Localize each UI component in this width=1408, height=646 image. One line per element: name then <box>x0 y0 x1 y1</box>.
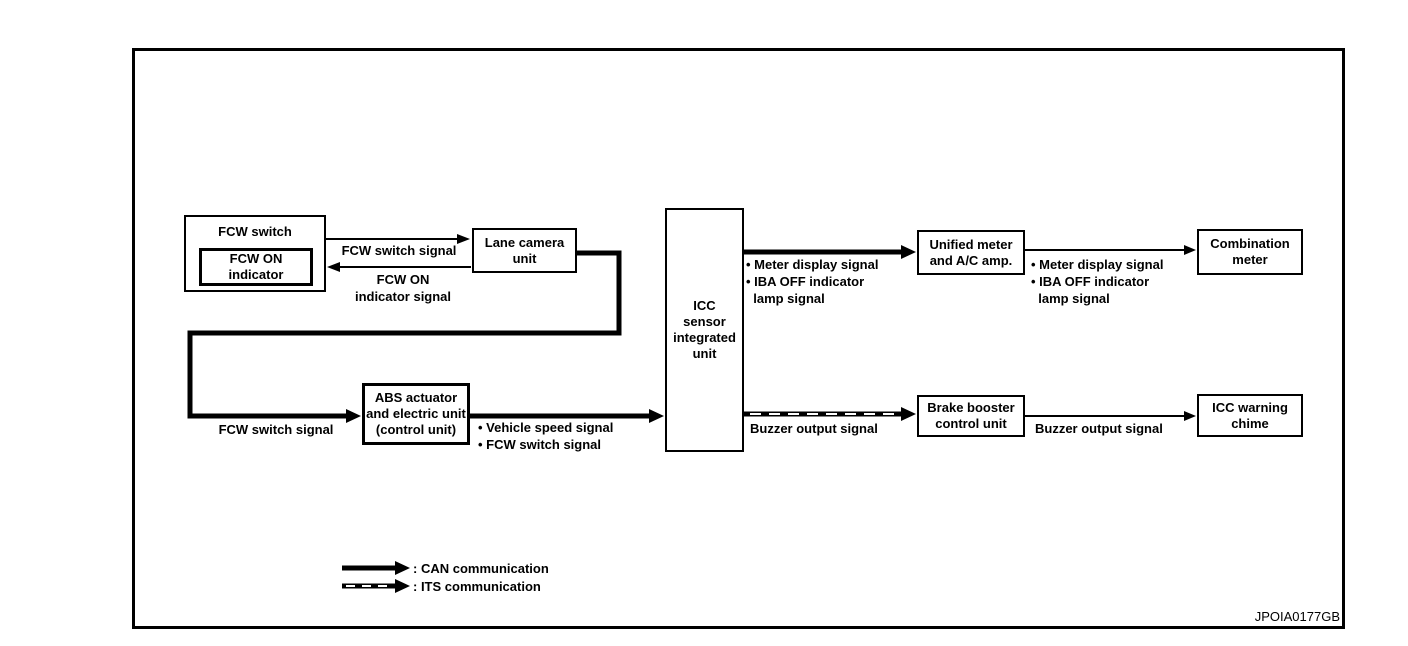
node-icc-warning-chime-label: ICC warning chime <box>1212 399 1288 431</box>
node-lane-camera-unit: Lane camera unit <box>472 228 577 273</box>
node-fcw-on-indicator-label: FCW ON indicator <box>228 251 284 282</box>
signal-icc-to-unified-meter: • Meter display signal • IBA OFF indicat… <box>746 257 879 306</box>
diagram-border-frame <box>132 48 1345 629</box>
signal-icc-to-brake-booster: Buzzer output signal <box>750 421 878 436</box>
signal-fcw-switch-signal-top: FCW switch signal <box>341 243 457 258</box>
signal-fcw-switch-signal-bottom: FCW switch signal <box>218 422 334 437</box>
can-arrow-abs-to-icc <box>470 409 664 423</box>
can-arrow-icc-to-unified-meter <box>744 245 916 259</box>
signal-brake-to-chime: Buzzer output signal <box>1035 421 1163 436</box>
arrow-fcw-switch-to-lane-camera <box>326 234 470 244</box>
arrow-brake-booster-to-icc-warning-chime <box>1025 411 1196 421</box>
legend-can-arrow <box>342 561 410 575</box>
node-combination-meter-label: Combination meter <box>1210 236 1290 267</box>
arrow-unified-meter-to-combination-meter <box>1025 245 1196 255</box>
node-unified-meter-ac-amp-label: Unified meter and A/C amp. <box>929 236 1013 268</box>
signal-unified-to-combination: • Meter display signal • IBA OFF indicat… <box>1031 257 1164 306</box>
node-brake-booster-control-unit-label: Brake booster control unit <box>927 400 1015 431</box>
node-abs-actuator: ABS actuator and electric unit (control … <box>362 383 470 445</box>
node-fcw-switch: FCW switch FCW ON indicator <box>184 215 326 292</box>
node-brake-booster-control-unit: Brake booster control unit <box>917 395 1025 437</box>
arrow-lane-camera-to-fcw-switch <box>327 262 471 272</box>
signal-fcw-on-indicator-signal: FCW ON indicator signal <box>354 272 452 304</box>
figure-code: JPOIA0177GB <box>1254 609 1340 624</box>
legend-its-label: : ITS communication <box>413 579 541 594</box>
node-combination-meter: Combination meter <box>1197 229 1303 275</box>
legend-can-label: : CAN communication <box>413 561 549 576</box>
signal-abs-to-icc: • Vehicle speed signal • FCW switch sign… <box>478 420 614 452</box>
node-lane-camera-unit-label: Lane camera unit <box>484 234 565 266</box>
legend-its-arrow <box>342 579 410 593</box>
node-icc-sensor-integrated-unit: ICC sensor integrated unit <box>665 208 744 452</box>
node-fcw-switch-label: FCW switch <box>218 224 292 239</box>
node-icc-sensor-integrated-unit-label: ICC sensor integrated unit <box>673 298 736 361</box>
node-abs-actuator-label: ABS actuator and electric unit (control … <box>366 390 466 437</box>
node-unified-meter-ac-amp: Unified meter and A/C amp. <box>917 230 1025 275</box>
its-arrow-icc-to-brake-booster <box>744 407 916 421</box>
node-icc-warning-chime: ICC warning chime <box>1197 394 1303 437</box>
can-route-lane-camera-to-abs <box>187 250 622 423</box>
node-fcw-on-indicator: FCW ON indicator <box>199 248 313 286</box>
